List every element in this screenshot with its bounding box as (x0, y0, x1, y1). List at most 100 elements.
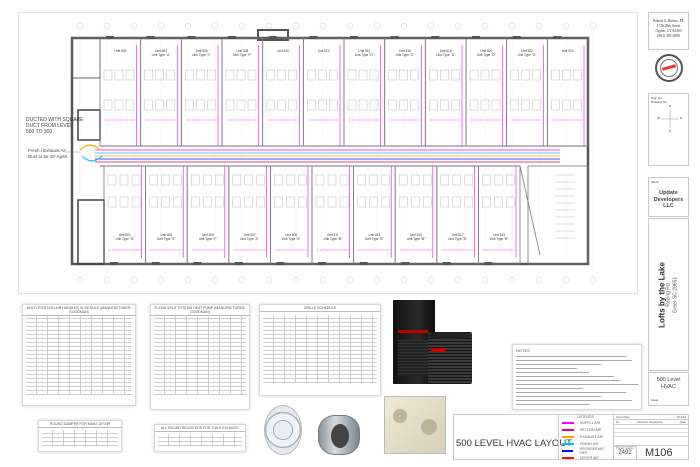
fixture (196, 69, 205, 81)
grid-bubble (265, 22, 273, 30)
note-line (516, 404, 590, 405)
fixture (410, 99, 419, 111)
fixture (125, 99, 135, 111)
schedule-row (154, 367, 246, 371)
fixture (399, 196, 408, 208)
client-name: Update Developers LLC (653, 190, 684, 209)
window (359, 262, 368, 265)
unit-bottom (103, 165, 146, 265)
note-line (516, 372, 590, 373)
fixture (429, 69, 438, 81)
unit-type: Unit Type "F" (199, 237, 218, 241)
fresh-note-line: Fresh / Exhaust Air (28, 148, 67, 153)
rev-no-header: No. (616, 420, 621, 424)
grid-bubble (346, 22, 354, 30)
fixture (103, 99, 113, 111)
fixture (247, 99, 257, 111)
fresh-air-note: Fresh / Exhaust Air Duct to be 10' Apart (28, 148, 88, 160)
fixture (202, 196, 212, 208)
schedule-row (26, 327, 132, 331)
scale-label: Scale (651, 398, 658, 402)
engineer-phone: (864) 385-3898 (657, 34, 680, 38)
unit-label: Unit 503 (160, 233, 172, 237)
grid-bubble (130, 276, 138, 284)
fixture (274, 196, 283, 208)
grid-bubble (238, 22, 246, 30)
schedule-row (154, 323, 246, 327)
schedule-row (26, 375, 132, 379)
compass-e: E (680, 116, 683, 120)
schedule-row (42, 438, 118, 442)
fixture (119, 196, 129, 208)
heat-pump-schedule: R-410A SPLIT SYSTEM HEAT PUMP (MANUFACTU… (150, 304, 250, 410)
grid-bubble (373, 276, 381, 284)
fixture (494, 174, 503, 186)
project-name: Lofts by the Lake (657, 261, 666, 328)
legend-swatch (562, 428, 574, 431)
fixture (236, 69, 246, 81)
registers-schedule: ALL ROUND REGISTERS FOR TOILE EXHAUST (154, 424, 246, 452)
engineer-box: Robert A. Baines, PE 1726 29th Street Og… (648, 12, 689, 50)
rev-date-header: Date (680, 420, 686, 424)
fixture (388, 99, 397, 111)
grid-bubble (76, 22, 84, 30)
fixture (119, 174, 129, 186)
unit-top (546, 37, 589, 147)
unit-type: Unit Type "E" (240, 237, 259, 241)
schedule-row (263, 379, 377, 383)
schedule-row (263, 331, 377, 335)
fixture (358, 69, 368, 81)
note-line (516, 380, 620, 381)
note-line (516, 384, 638, 385)
schedule-row (26, 347, 132, 351)
fixture (288, 99, 297, 111)
fixture (131, 196, 141, 208)
unit-type: Unit Type "D" (436, 53, 455, 57)
compass-icon (661, 110, 679, 128)
fixture (411, 196, 420, 208)
schedule-row (26, 355, 132, 359)
fixture (225, 99, 235, 111)
fixture (357, 174, 366, 186)
grid-bubble (562, 276, 570, 284)
grid-bubble (319, 276, 327, 284)
fixture (155, 69, 164, 81)
legend-item: EXHAUST AIR (559, 433, 612, 440)
window (110, 262, 118, 265)
unit-label: Unit 516 (399, 49, 411, 53)
unit-type: Unit Type "B" (323, 237, 342, 241)
schedule-row (26, 315, 132, 319)
condenser-image (428, 332, 472, 384)
unit-label: Unit 519 (493, 233, 505, 237)
grid-bubble (373, 22, 381, 30)
fixture (244, 196, 254, 208)
note-line (516, 392, 626, 393)
schedule-title: GRILLE SCHEDULE (260, 305, 380, 312)
grid-bubble (481, 276, 489, 284)
schedule-row (263, 315, 377, 319)
stair-core (519, 165, 541, 256)
schedule-row (154, 363, 246, 367)
unit-label: Unit 520 (480, 49, 492, 53)
window (431, 36, 440, 39)
unit-bottom (311, 165, 354, 265)
unit-type: Unit Type "E" (157, 237, 176, 241)
unit-type: Unit Type "A" (152, 53, 171, 57)
fixture (214, 196, 224, 208)
schedule-row (263, 375, 377, 379)
schedule-row (263, 351, 377, 355)
fixture (551, 69, 560, 81)
schedule-row (154, 371, 246, 375)
unit-bottom (145, 165, 188, 265)
fixture (329, 69, 338, 81)
note-line (516, 356, 626, 357)
schedule-row (263, 335, 377, 339)
fixture (318, 69, 327, 81)
schedule-title: ALL ROUND REGISTERS FOR TOILE EXHAUST (155, 425, 245, 432)
fixture (244, 174, 254, 186)
fixture (288, 69, 297, 81)
unit-bottom (186, 165, 230, 265)
compass-n: N (669, 104, 672, 108)
unit-label: Unit 507 (244, 233, 256, 237)
